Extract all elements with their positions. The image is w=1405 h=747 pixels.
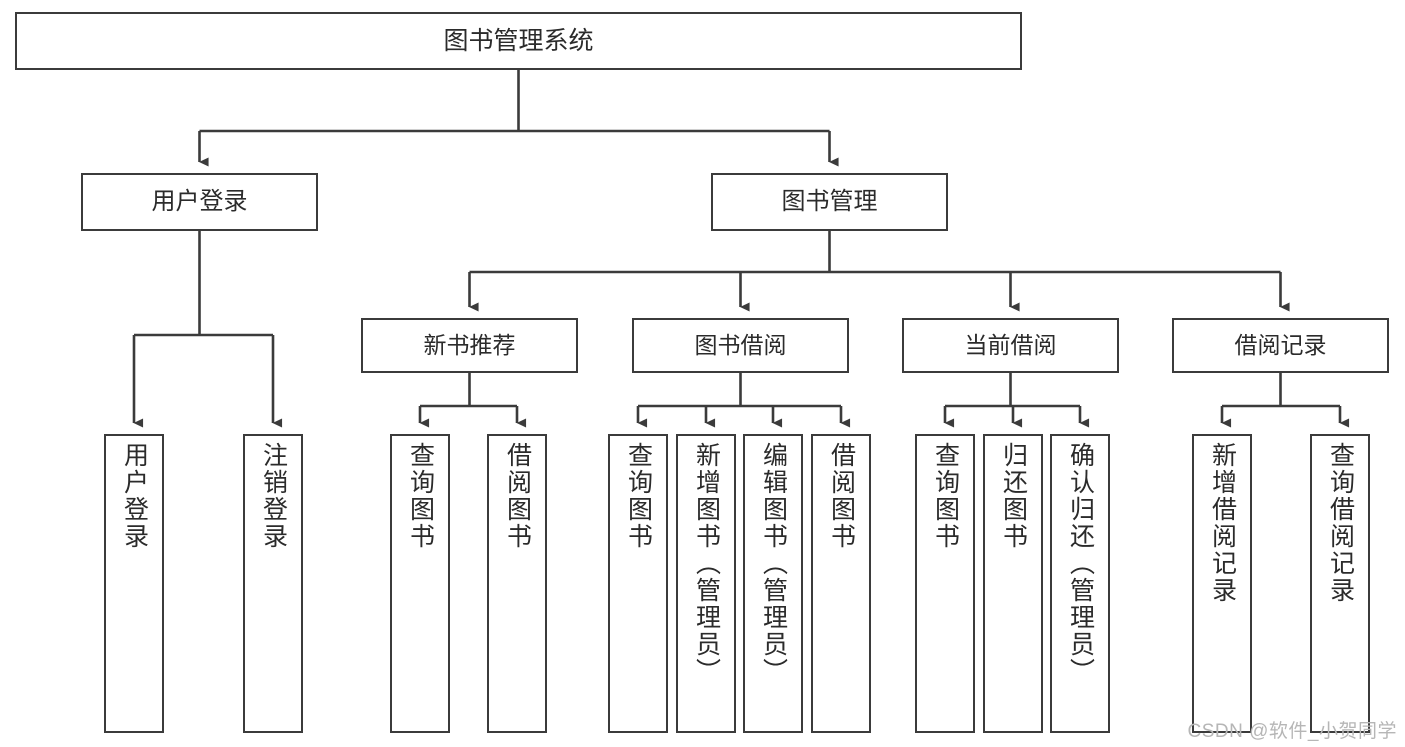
- node-borrow-record-label: 借阅记录: [1234, 332, 1327, 359]
- node-leaf-query-book-1[interactable]: 查询图书: [390, 434, 450, 733]
- node-book-manage[interactable]: 图书管理: [711, 173, 948, 231]
- node-leaf-add-record[interactable]: 新增借阅记录: [1192, 434, 1252, 733]
- node-leaf-query-book-3-label: 查询图书: [931, 442, 960, 550]
- node-leaf-add-book-label: 新增图书（管理员）: [692, 442, 721, 685]
- node-leaf-confirm-return[interactable]: 确认归还（管理员）: [1050, 434, 1110, 733]
- node-leaf-borrow-book-2[interactable]: 借阅图书: [811, 434, 871, 733]
- node-leaf-borrow-book-1[interactable]: 借阅图书: [487, 434, 547, 733]
- node-user-login-label: 用户登录: [151, 188, 248, 216]
- node-leaf-borrow-book-2-label: 借阅图书: [827, 442, 856, 550]
- node-root-label: 图书管理系统: [443, 26, 594, 55]
- node-current-borrow-label: 当前借阅: [964, 332, 1057, 359]
- node-book-manage-label: 图书管理: [781, 188, 878, 216]
- node-book-borrow[interactable]: 图书借阅: [632, 318, 849, 373]
- node-root[interactable]: 图书管理系统: [15, 12, 1022, 70]
- node-current-borrow[interactable]: 当前借阅: [902, 318, 1119, 373]
- node-leaf-query-book-3[interactable]: 查询图书: [915, 434, 975, 733]
- node-user-login[interactable]: 用户登录: [81, 173, 318, 231]
- node-leaf-add-record-label: 新增借阅记录: [1208, 442, 1237, 604]
- node-leaf-user-login[interactable]: 用户登录: [104, 434, 164, 733]
- node-leaf-user-login-label: 用户登录: [120, 442, 149, 550]
- node-leaf-return-book[interactable]: 归还图书: [983, 434, 1043, 733]
- node-leaf-query-book-2-label: 查询图书: [624, 442, 653, 550]
- node-borrow-record[interactable]: 借阅记录: [1172, 318, 1389, 373]
- watermark: CSDN @软件_小贺同学: [1187, 721, 1397, 742]
- node-leaf-user-logout-label: 注销登录: [259, 442, 288, 550]
- node-leaf-confirm-return-label: 确认归还（管理员）: [1066, 442, 1095, 685]
- node-leaf-query-book-2[interactable]: 查询图书: [608, 434, 668, 733]
- node-new-book-recommend-label: 新书推荐: [423, 332, 516, 359]
- node-leaf-query-book-1-label: 查询图书: [406, 442, 435, 550]
- node-leaf-return-book-label: 归还图书: [999, 442, 1028, 550]
- node-new-book-recommend[interactable]: 新书推荐: [361, 318, 578, 373]
- node-book-borrow-label: 图书借阅: [694, 332, 787, 359]
- node-leaf-edit-book-label: 编辑图书（管理员）: [759, 442, 788, 685]
- node-leaf-edit-book[interactable]: 编辑图书（管理员）: [743, 434, 803, 733]
- node-leaf-add-book[interactable]: 新增图书（管理员）: [676, 434, 736, 733]
- node-leaf-borrow-book-1-label: 借阅图书: [503, 442, 532, 550]
- node-leaf-query-record[interactable]: 查询借阅记录: [1310, 434, 1370, 733]
- node-leaf-user-logout[interactable]: 注销登录: [243, 434, 303, 733]
- node-leaf-query-record-label: 查询借阅记录: [1326, 442, 1355, 604]
